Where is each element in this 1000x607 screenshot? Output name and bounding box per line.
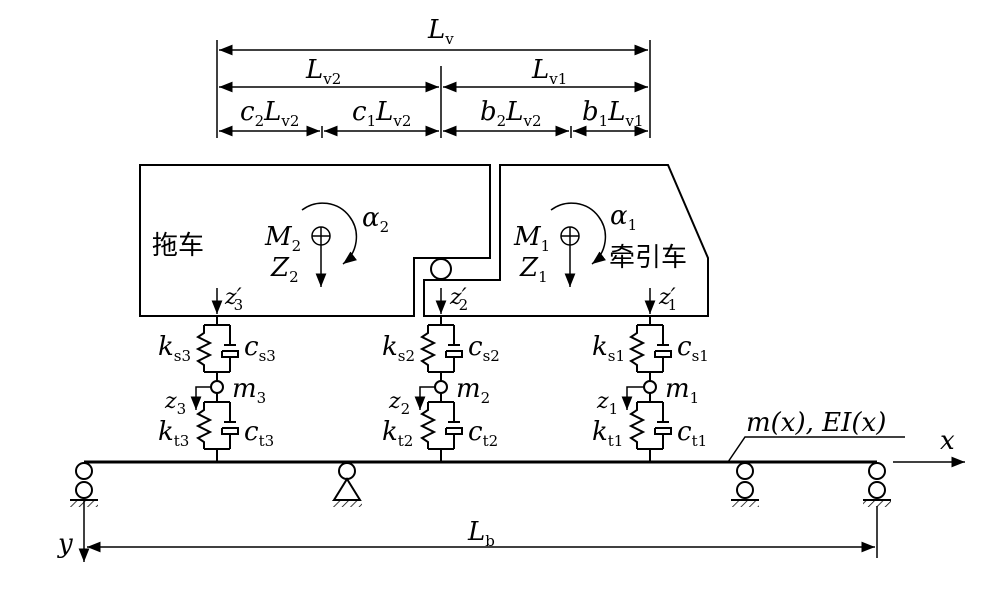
tractor-mass-label: M1	[513, 222, 550, 255]
tractor-name: 牵引车	[609, 243, 687, 273]
tractor-z-label: Z1	[519, 253, 548, 286]
trailer-z-label: Z2	[270, 253, 299, 286]
support-pin-middle	[332, 462, 362, 507]
trailer-body: 拖车 M2 Z2 α2	[139, 164, 491, 317]
label-Lv1: Lv1	[531, 55, 567, 88]
suspension-axle-1: z′1 ks1 cs1 m1 z1 kt1 ct1	[592, 285, 709, 462]
cs1-label: cs1	[677, 332, 709, 365]
y-axis-label: y	[57, 529, 73, 559]
trailer-alpha-label: α2	[362, 203, 389, 236]
bridge-beam: m(x), EI(x)	[84, 408, 905, 464]
z2-prime-label: z′2	[449, 285, 468, 314]
ct2-label: ct2	[468, 417, 498, 450]
trailer-rotation-arrow-icon	[301, 202, 358, 265]
z2-label: z2	[388, 389, 410, 418]
ks2-label: ks2	[382, 332, 415, 365]
m3-mass-node	[210, 380, 224, 394]
suspension-axle-3: z′3 ks3 cs3 m3 z3 kt3 ct3	[158, 285, 276, 462]
ks1-label: ks1	[592, 332, 625, 365]
ks3-label: ks3	[158, 332, 191, 365]
x-axis-label: x	[940, 426, 955, 456]
label-Lv2: Lv2	[305, 55, 341, 88]
tractor-alpha-label: α1	[610, 201, 637, 234]
m1-label: m1	[665, 374, 699, 407]
tractor-cg-icon	[560, 226, 580, 287]
beam-label-leader	[727, 436, 905, 463]
x-axis: x	[893, 426, 965, 468]
hitch-joint-icon	[430, 258, 452, 280]
label-Lb: Lb	[467, 517, 495, 550]
cs2-label: cs2	[468, 332, 500, 365]
z1-label: z1	[596, 389, 618, 418]
tractor-rotation-arrow-icon	[550, 202, 607, 265]
trailer-mass-label: M2	[264, 222, 301, 255]
support-right-end	[863, 462, 891, 507]
trailer-name: 拖车	[152, 231, 204, 261]
label-c2Lv2: c2Lv2	[240, 97, 299, 130]
z1-prime-label: z′1	[658, 285, 677, 314]
trailer-cg-icon	[311, 226, 331, 287]
m1-mass-node	[643, 380, 657, 394]
suspension-axle-2: z′2 ks2 cs2 m2 z2 kt2 ct2	[382, 285, 500, 462]
kt1-label: kt1	[592, 417, 623, 450]
ct3-label: ct3	[244, 417, 274, 450]
label-Lv: Lv	[427, 15, 454, 48]
label-b2Lv2: b2Lv2	[480, 97, 542, 130]
z3-label: z3	[164, 389, 186, 418]
cs3-label: cs3	[244, 332, 276, 365]
z3-prime-label: z′3	[224, 285, 243, 314]
m3-label: m3	[232, 374, 266, 407]
span-dimension: Lb y	[57, 500, 878, 562]
dimension-lines: Lv Lv2 Lv1 c2Lv2 c1Lv2 b2Lv2 b1Lv1	[216, 15, 651, 138]
tractor-body: M1 Z1 牵引车 α1	[423, 164, 709, 317]
ct1-label: ct1	[677, 417, 707, 450]
m2-label: m2	[456, 374, 490, 407]
label-c1Lv2: c1Lv2	[352, 97, 411, 130]
kt3-label: kt3	[158, 417, 189, 450]
support-right-inner	[731, 462, 759, 507]
m2-mass-node	[434, 380, 448, 394]
beam-property-label: m(x), EI(x)	[746, 408, 886, 438]
kt2-label: kt2	[382, 417, 413, 450]
label-b1Lv1: b1Lv1	[582, 97, 644, 130]
